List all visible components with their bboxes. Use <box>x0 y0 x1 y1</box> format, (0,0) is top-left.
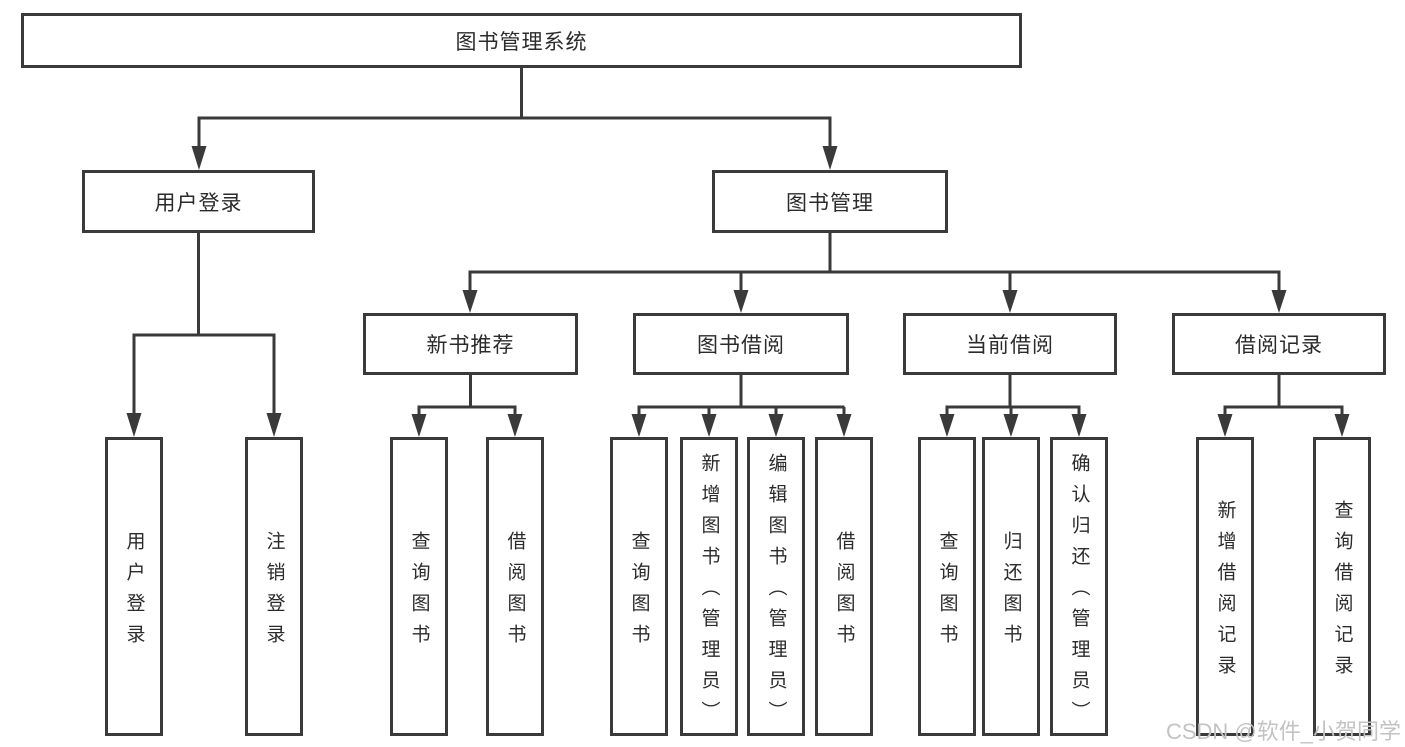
node-user-login: 用户登录 <box>82 170 315 233</box>
connector-book-borrow-to-leaves <box>631 375 852 437</box>
leaf-label: 查询借阅记录 <box>1331 499 1353 686</box>
node-book-borrow: 图书借阅 <box>633 313 849 375</box>
leaf-query-books-current: 查询图书 <box>918 437 976 736</box>
node-label: 当前借阅 <box>966 334 1054 357</box>
leaf-confirm-return-admin: 确认归还（管理员） <box>1050 437 1108 736</box>
leaf-user-login: 用户登录 <box>105 437 163 736</box>
node-label: 图书管理系统 <box>455 30 588 54</box>
node-new-book-recommend: 新书推荐 <box>363 313 578 375</box>
leaf-label: 查询图书 <box>936 530 958 655</box>
leaf-label: 新增借阅记录 <box>1214 499 1236 686</box>
connector-new-book-to-leaves <box>411 375 523 437</box>
leaf-label: 注销登录 <box>263 530 285 655</box>
node-label: 图书借阅 <box>697 334 785 357</box>
leaf-label: 借阅图书 <box>504 530 526 655</box>
leaf-query-borrow-record: 查询借阅记录 <box>1313 437 1371 736</box>
leaf-query-books-borrow: 查询图书 <box>610 437 668 736</box>
leaf-label: 查询图书 <box>628 530 650 655</box>
connector-user-login-to-leaves <box>126 233 282 437</box>
leaf-query-books-recommend: 查询图书 <box>390 437 448 736</box>
leaf-label: 借阅图书 <box>833 530 855 655</box>
leaf-label: 编辑图书（管理员） <box>765 453 787 732</box>
node-book-management: 图书管理 <box>712 170 948 233</box>
node-borrow-records: 借阅记录 <box>1172 313 1386 375</box>
csdn-watermark: CSDN @软件_小贺同学 <box>1165 719 1401 744</box>
node-label: 图书管理 <box>786 191 874 215</box>
leaf-borrow-books: 借阅图书 <box>815 437 873 736</box>
leaf-label: 用户登录 <box>123 530 145 655</box>
leaf-return-books: 归还图书 <box>982 437 1040 736</box>
connector-borrow-records-to-leaves <box>1217 375 1350 437</box>
node-label: 借阅记录 <box>1235 334 1323 357</box>
leaf-label: 确认归还（管理员） <box>1068 453 1090 732</box>
leaf-add-books-admin: 新增图书（管理员） <box>680 437 738 736</box>
node-current-borrow: 当前借阅 <box>903 313 1117 375</box>
connector-book-management-to-level3 <box>462 233 1287 313</box>
leaf-label: 归还图书 <box>1000 530 1022 655</box>
leaf-logout: 注销登录 <box>245 437 303 736</box>
connector-current-borrow-to-leaves <box>939 375 1087 437</box>
node-root-system: 图书管理系统 <box>21 13 1022 68</box>
node-label: 新书推荐 <box>426 334 515 357</box>
leaf-borrow-books-recommend: 借阅图书 <box>486 437 544 736</box>
node-label: 用户登录 <box>154 191 243 215</box>
leaf-label: 查询图书 <box>408 530 430 655</box>
connector-root-to-level2 <box>191 68 838 170</box>
leaf-label: 新增图书（管理员） <box>698 453 720 732</box>
leaf-edit-books-admin: 编辑图书（管理员） <box>747 437 805 736</box>
leaf-add-borrow-record: 新增借阅记录 <box>1196 437 1254 736</box>
